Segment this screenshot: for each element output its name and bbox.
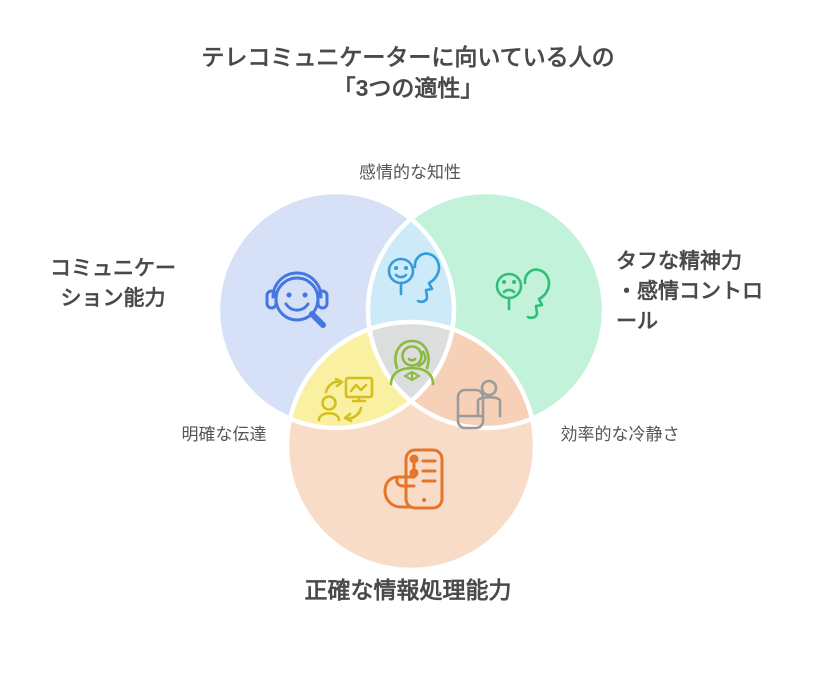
label-mental-line2: ・感情コントロ xyxy=(616,280,763,303)
page-title: テレコミュニケーターに向いている人の 「3つの適性」 xyxy=(0,42,816,104)
label-emotional-intelligence: 感情的な知性 xyxy=(359,163,461,182)
label-communication-ability: コミュニケー ション能力 xyxy=(18,254,208,314)
exchange-chart-icon xyxy=(317,376,374,423)
label-accurate-processing: 正確な情報処理能力 xyxy=(304,577,512,603)
label-mental-line1: タフな精神力 xyxy=(616,250,742,273)
venn-divider-communication xyxy=(215,189,457,431)
headset-smiley-icon xyxy=(265,271,329,328)
label-communication-line2: ション能力 xyxy=(60,287,166,310)
label-communication-line1: コミュニケー xyxy=(50,257,176,280)
venn-divider-accuracy xyxy=(284,319,538,573)
label-clear-communication: 明確な伝達 xyxy=(181,425,267,444)
label-mental-toughness: タフな精神力 ・感情コントロ ール xyxy=(616,247,816,337)
label-mental-line3: ール xyxy=(616,310,658,333)
operator-woman-icon xyxy=(389,339,435,386)
venn-divider-mental xyxy=(365,189,607,431)
label-efficient-calmness: 効率的な冷静さ xyxy=(560,425,680,444)
person-device-icon xyxy=(456,379,502,430)
sad-head-icon xyxy=(495,268,551,320)
hand-phone-icon xyxy=(383,448,444,510)
venn-overlap-center xyxy=(368,322,454,428)
page-title-line1: テレコミュニケーターに向いている人の xyxy=(201,44,615,70)
smiley-head-icon xyxy=(387,252,441,304)
page-title-line2: 「3つの適性」 xyxy=(332,75,484,101)
